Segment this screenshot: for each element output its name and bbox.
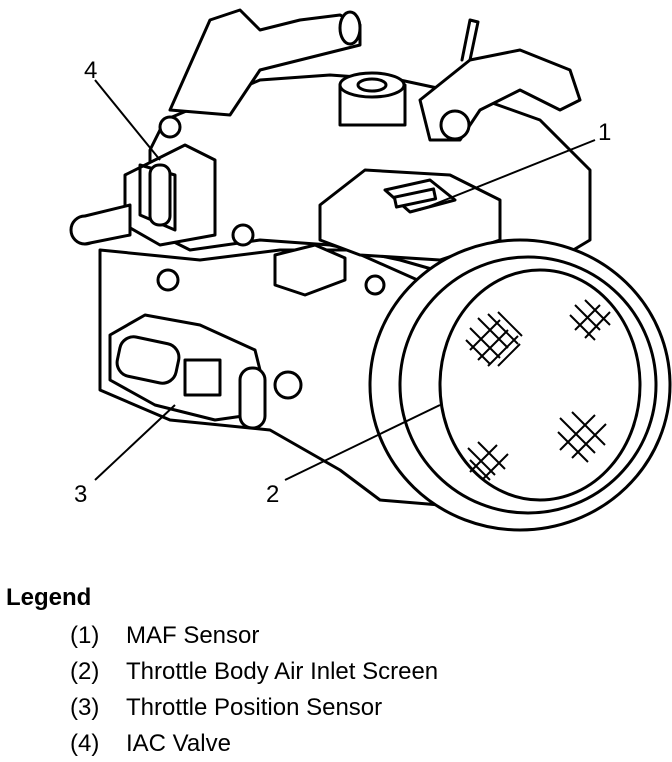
legend-item-label: MAF Sensor xyxy=(126,622,260,649)
coolant-pipe-end xyxy=(338,10,362,46)
leader-line-1 xyxy=(419,139,596,211)
legend: Legend (1) MAF Sensor (2) Throttle Body … xyxy=(6,584,666,762)
legend-item-number: (3) xyxy=(70,694,100,721)
legend-item-label: IAC Valve xyxy=(126,730,231,757)
legend-item-number: (1) xyxy=(70,622,100,649)
callout-2: 2 xyxy=(266,481,279,508)
legend-item-label: Throttle Position Sensor xyxy=(126,694,383,721)
leader-line-2 xyxy=(284,404,441,481)
callout-3: 3 xyxy=(74,481,87,508)
throttle-body-housing xyxy=(98,248,442,507)
callout-1: 1 xyxy=(598,119,611,146)
legend-item: (3) Throttle Position Sensor xyxy=(6,690,666,726)
leader-line-3 xyxy=(94,404,176,481)
legend-item-number: (2) xyxy=(70,658,100,685)
inlet-screen-mesh xyxy=(465,299,611,481)
callout-4: 4 xyxy=(84,57,97,84)
legend-title: Legend xyxy=(6,584,92,611)
legend-item: (1) MAF Sensor xyxy=(6,618,666,654)
inlet-lip xyxy=(438,268,642,502)
maf-harness-connector xyxy=(273,243,347,297)
throttle-body-diagram: 1 2 3 4 xyxy=(69,8,672,532)
legend-item: (2) Throttle Body Air Inlet Screen xyxy=(6,654,666,690)
legend-item-label: Throttle Body Air Inlet Screen xyxy=(126,658,439,685)
legend-item: (4) IAC Valve xyxy=(6,726,666,762)
legend-item-number: (4) xyxy=(70,730,100,757)
leader-line-4 xyxy=(94,79,161,161)
